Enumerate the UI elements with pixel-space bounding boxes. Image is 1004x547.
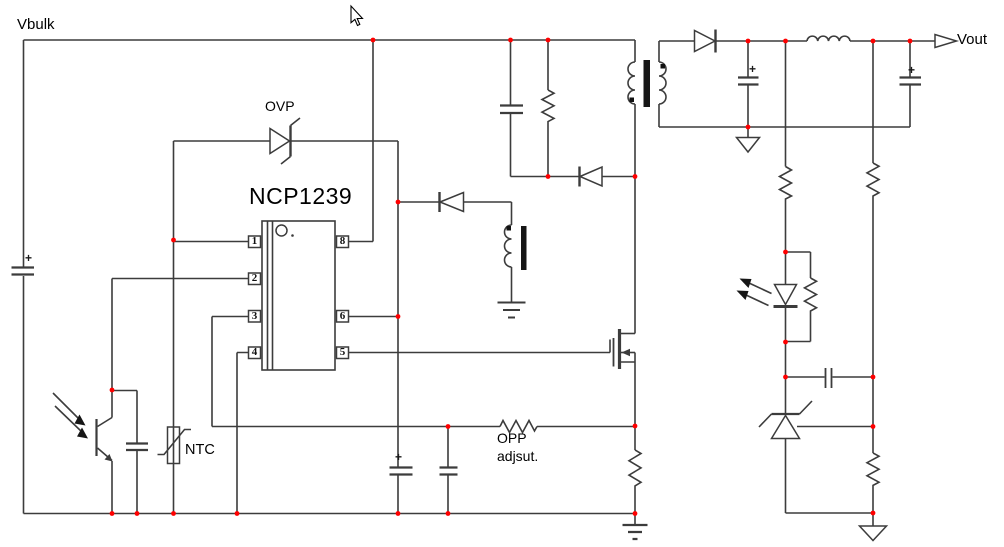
ovp-label: OVP bbox=[265, 98, 295, 114]
pin-number-4: 4 bbox=[251, 346, 258, 358]
junction-dot bbox=[370, 37, 376, 43]
ntc-label: NTC bbox=[185, 442, 215, 458]
junction-dot bbox=[783, 374, 788, 380]
ovp-zener-diode bbox=[173, 117, 398, 165]
junction-dot bbox=[445, 424, 451, 429]
junction-dot bbox=[870, 38, 876, 44]
ic-pin-wires bbox=[112, 40, 610, 514]
junction-dot bbox=[109, 511, 115, 516]
aux-ground bbox=[497, 301, 526, 319]
bulk-cap-polarity-mark: + bbox=[25, 251, 33, 265]
secondary-polarity-dot bbox=[660, 64, 665, 69]
tl431-shunt-regulator bbox=[758, 400, 873, 514]
clamp-resistor bbox=[540, 40, 556, 177]
pin-number-6: 6 bbox=[339, 309, 346, 322]
junction-dot bbox=[907, 38, 913, 44]
output-capacitor-1 bbox=[738, 41, 759, 127]
pin-number-1: 1 bbox=[251, 235, 258, 247]
vout-arrow-icon bbox=[934, 33, 960, 49]
main-transformer bbox=[627, 40, 910, 334]
mosfet bbox=[609, 329, 636, 450]
primary-ground bbox=[622, 513, 648, 541]
out-cap1-polarity-mark: + bbox=[749, 62, 757, 76]
vout-label: Vout bbox=[957, 31, 988, 48]
cs-filter-capacitor bbox=[439, 426, 458, 514]
light-emission-arrows-icon bbox=[736, 278, 772, 307]
divider-bottom-resistor bbox=[865, 452, 881, 526]
junction-dots bbox=[109, 37, 913, 516]
pin-number-5: 5 bbox=[339, 346, 346, 358]
junction-dot bbox=[870, 374, 876, 380]
primary-polarity-dot bbox=[629, 97, 634, 102]
clamp-diode bbox=[578, 165, 635, 188]
ic-body bbox=[261, 220, 336, 371]
output-capacitor-2 bbox=[899, 41, 921, 127]
vcc-capacitor bbox=[389, 141, 413, 514]
vbulk-label: Vbulk bbox=[17, 16, 55, 33]
clamp-capacitor bbox=[500, 40, 579, 178]
optocoupler-phototransistor bbox=[52, 278, 113, 514]
secondary-winding bbox=[658, 61, 667, 105]
junction-dot bbox=[870, 424, 876, 429]
junction-dot bbox=[445, 511, 451, 516]
ic-part-number: NCP1239 bbox=[249, 183, 353, 209]
junction-dot bbox=[783, 249, 788, 255]
out-cap2-polarity-mark: + bbox=[908, 63, 916, 77]
junction-dot bbox=[632, 511, 638, 516]
junction-dot bbox=[632, 423, 638, 429]
compensation-capacitor bbox=[785, 368, 873, 388]
junction-dot bbox=[508, 37, 513, 43]
junction-dot bbox=[109, 387, 115, 393]
wire bbox=[22, 39, 635, 515]
optocoupler-led bbox=[736, 252, 798, 414]
pin-number-3: 3 bbox=[251, 309, 258, 322]
junction-dot bbox=[783, 339, 788, 345]
transformer-core bbox=[643, 60, 650, 107]
pin-number-2: 2 bbox=[251, 272, 258, 284]
secondary-ground bbox=[857, 525, 889, 542]
junction-dot bbox=[395, 511, 401, 516]
junction-dot bbox=[870, 510, 876, 516]
aux-core bbox=[521, 226, 527, 270]
output-ground bbox=[734, 127, 762, 154]
junction-dot bbox=[134, 511, 140, 516]
light-arrows-icon bbox=[52, 392, 88, 439]
junction-dot bbox=[171, 237, 176, 243]
junction-dot bbox=[745, 38, 751, 44]
pin1-marker bbox=[275, 224, 288, 237]
divider-top-resistor bbox=[865, 41, 881, 453]
opp-label-line1: OPP bbox=[497, 430, 527, 446]
primary-winding bbox=[627, 61, 636, 105]
output-diode bbox=[693, 29, 935, 53]
vcc-cap-polarity-mark: + bbox=[395, 450, 403, 464]
junction-dot bbox=[545, 174, 551, 179]
bulk-rails bbox=[22, 39, 635, 515]
pin2-filter-capacitor bbox=[112, 389, 148, 514]
junction-dot bbox=[234, 511, 240, 516]
sense-resistor bbox=[627, 449, 643, 514]
junction-dot bbox=[395, 199, 401, 205]
opp-label-line2: adjsut. bbox=[497, 448, 539, 464]
opp-resistor bbox=[499, 418, 538, 435]
aux-polarity-dot bbox=[506, 226, 511, 231]
pin-number-8: 8 bbox=[339, 235, 346, 247]
ic-ncp1239 bbox=[247, 220, 350, 371]
mouse-cursor-icon bbox=[350, 4, 364, 27]
junction-dot bbox=[395, 314, 401, 319]
feedback-resistor bbox=[777, 41, 794, 252]
junction-dot bbox=[545, 37, 551, 43]
aux-winding bbox=[503, 202, 527, 302]
junction-dot bbox=[783, 38, 788, 44]
led-parallel-resistor bbox=[785, 251, 819, 343]
junction-dot bbox=[171, 511, 176, 516]
bulk-capacitor bbox=[11, 266, 34, 276]
filter-inductor bbox=[806, 35, 851, 42]
aux-diode bbox=[398, 191, 512, 213]
junction-dot bbox=[632, 174, 638, 179]
junction-dot bbox=[745, 124, 751, 130]
